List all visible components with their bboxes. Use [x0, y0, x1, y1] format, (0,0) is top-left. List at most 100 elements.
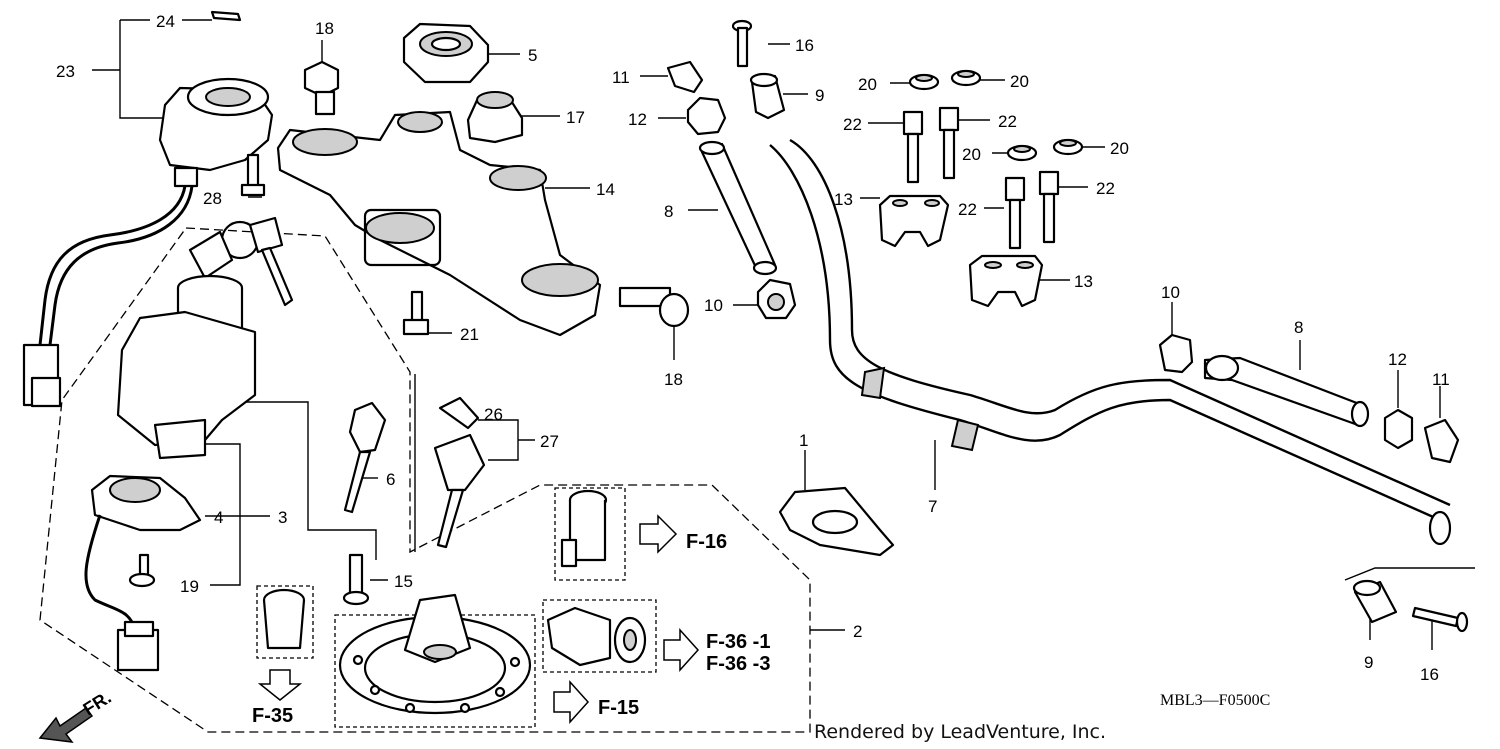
cylinder-box-f36: [542, 599, 657, 673]
collar-12: [686, 96, 727, 136]
kit-outline: [39, 227, 811, 733]
ignition-switch: [22, 77, 274, 408]
bolt-22-d: [1038, 170, 1060, 244]
callout-14: 14: [596, 180, 615, 199]
screw-19: [128, 553, 156, 588]
callout-23: 23: [56, 62, 75, 81]
callout-13b: 13: [1074, 272, 1093, 291]
bolt-21: [402, 290, 430, 336]
lock-cylinder-f35: [262, 588, 306, 650]
callout-18b: 18: [664, 370, 683, 389]
key-set: [188, 216, 294, 307]
callout-11a: 11: [612, 68, 630, 87]
lock-cylinder-f16: [560, 489, 608, 568]
callout-20c: 20: [962, 145, 981, 164]
bolt-18-top: [303, 60, 340, 116]
callout-12a: 12: [628, 110, 647, 129]
callout-17: 17: [566, 108, 585, 127]
callout-22d: 22: [1096, 179, 1115, 198]
callout-9b: 9: [1364, 653, 1373, 672]
ref-arrow-f35: [257, 669, 303, 701]
callout-27: 27: [540, 432, 559, 451]
callout-10a: 10: [704, 296, 723, 315]
gasket: [778, 486, 895, 557]
ref-arrow-f16: [639, 514, 678, 554]
callout-2: 2: [853, 622, 862, 641]
cap-20-d: [1052, 138, 1084, 156]
lock-cylinder-f36: [546, 606, 647, 667]
collar-12-right: [1383, 408, 1414, 450]
callout-3: 3: [278, 508, 287, 527]
ref-f35: F-35: [252, 705, 293, 727]
diagram-code: MBL3—F0500C: [1160, 692, 1270, 709]
tag-plate: [210, 10, 242, 22]
callout-21: 21: [460, 325, 479, 344]
callout-8a: 8: [664, 202, 673, 221]
clip-11-right: [1423, 418, 1460, 464]
ref-f36-1: F-36 -1: [706, 631, 770, 653]
callout-8b: 8: [1294, 318, 1303, 337]
callout-26: 26: [484, 405, 503, 424]
bolt-22-b: [938, 106, 960, 180]
bolt-22-a: [902, 110, 924, 184]
callout-19: 19: [180, 577, 199, 596]
steering-stem-nut: [402, 22, 490, 84]
bolt-16-right: [1411, 606, 1469, 633]
callout-1: 1: [799, 431, 808, 450]
inner-weight-8-left: [698, 140, 778, 276]
handlebar-holder-13-upper: [878, 194, 950, 248]
callout-13a: 13: [834, 190, 853, 209]
callout-6: 6: [386, 470, 395, 489]
front-direction-arrow: [38, 706, 94, 743]
key-blank-26: [438, 396, 480, 430]
ref-arrow-f36: [663, 628, 700, 672]
reference-labels: F-16 F-36 -1 F-36 -3 F-15 F-35: [252, 531, 770, 727]
clip-11: [666, 60, 704, 94]
callout-18a: 18: [315, 19, 334, 38]
callout-7: 7: [928, 497, 937, 516]
callout-20b: 20: [1010, 72, 1029, 91]
callout-15: 15: [394, 572, 413, 591]
callout-22a: 22: [843, 115, 862, 134]
callout-22b: 22: [998, 112, 1017, 131]
handlebar: [769, 138, 1452, 546]
bolt-22-c: [1004, 176, 1026, 250]
callout-labels: 1 2 3 4 5 6 7 8 8 9 9 10 10 11 11 12 12 …: [56, 12, 1450, 684]
key-27: [433, 433, 486, 549]
inner-weight-8-right: [1203, 354, 1370, 428]
callout-28: 28: [203, 189, 222, 208]
callout-11b: 11: [1432, 370, 1450, 389]
cylinder-box-f35: [256, 585, 314, 659]
callout-4: 4: [214, 508, 223, 527]
weight-9-top: [749, 72, 786, 120]
top-bridge: [276, 110, 602, 337]
callout-12b: 12: [1388, 350, 1407, 369]
callout-10b: 10: [1161, 283, 1180, 302]
callout-5: 5: [528, 46, 537, 65]
callout-20d: 20: [1110, 139, 1129, 158]
key-6: [343, 401, 387, 514]
switch-4: [84, 474, 202, 672]
rubber-10-right: [1158, 333, 1194, 374]
credit-text: Rendered by LeadVenture, Inc.: [814, 721, 1106, 743]
callout-16b: 16: [1420, 665, 1439, 684]
ref-f16: F-16: [686, 531, 727, 553]
cap-20-c: [1006, 144, 1038, 162]
callout-24: 24: [156, 12, 175, 31]
ref-f15: F-15: [598, 697, 639, 719]
callout-20a: 20: [858, 75, 877, 94]
leader-lines: [92, 19, 1475, 650]
ignition-lock-body: [116, 274, 257, 460]
cap-20-b: [950, 69, 982, 87]
cylinder-box-f16: [554, 487, 626, 581]
weight-9-right: [1352, 579, 1398, 624]
callout-9a: 9: [815, 86, 824, 105]
rubber-10-left: [756, 278, 797, 320]
ref-f36-3: F-36 -3: [706, 653, 770, 675]
bolt-16-top: [731, 19, 753, 68]
bolt-18-lower: [618, 286, 690, 328]
callout-16a: 16: [795, 36, 814, 55]
cap-nut: [466, 91, 524, 144]
screw-28: [240, 153, 266, 197]
